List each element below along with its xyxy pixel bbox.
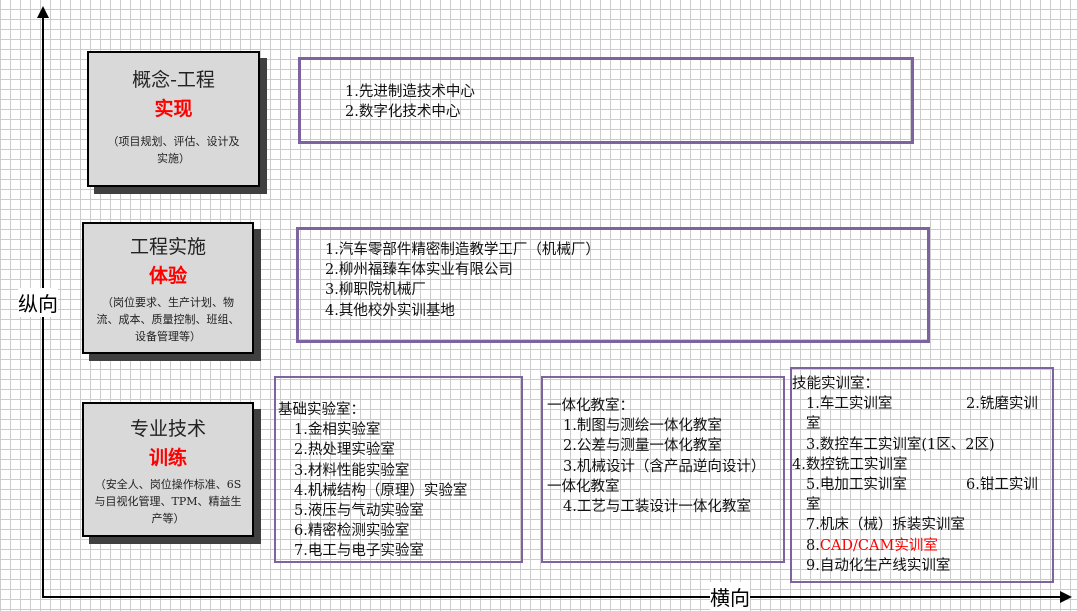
list-item: 3.柳职院机械厂 — [325, 282, 426, 299]
horizontal-axis-label: 横向 — [710, 582, 750, 611]
list-item: 6.精密检测实验室 — [294, 523, 410, 540]
list-item: 4.机械结构（原理）实验室 — [294, 482, 468, 499]
vertical-axis-arrow-icon — [37, 6, 49, 18]
list-item: 3.机械设计（含产品逆向设计）一体化教室 — [547, 458, 766, 495]
list-item: 4.其他校外实训基地 — [325, 302, 455, 319]
level-concept-box: 概念-工程 实现 （项目规划、评估、设计及实施） — [87, 51, 260, 187]
horizontal-axis-arrow-icon — [1060, 591, 1072, 603]
list-item: 8.CAD/CAM实训室 — [792, 536, 1048, 556]
basic-labs-box: 基础实验室： 1.金相实验室 2.热处理实验室 3.材料性能实验室 4.机械结构… — [274, 376, 523, 563]
level-highlight: 训练 — [148, 447, 187, 469]
level-title: 工程实施 — [129, 236, 206, 258]
list-item: 5.液压与气动实验室 — [294, 503, 424, 520]
vertical-axis-label: 纵向 — [18, 288, 58, 317]
list-item: 2.数字化技术中心 — [345, 104, 461, 121]
level-desc: （岗位要求、生产计划、物流、成本、质量控制、班组、设备管理等） — [96, 296, 240, 343]
list-item: 7.电工与电子实验室 — [294, 543, 424, 560]
list-item: 1.汽车零部件精密制造教学工厂（机械厂） — [325, 242, 600, 258]
box-title: 一体化教室： — [547, 398, 634, 414]
box-title: 技能实训室： — [792, 376, 879, 392]
cad-cam-label: CAD/CAM实训室 — [819, 537, 938, 554]
list-item: 2.铣磨实训室 — [806, 396, 1038, 433]
list-item: 1.制图与测绘一体化教室 — [563, 418, 722, 435]
list-item: 5.电加工实训室 — [806, 477, 907, 494]
level-training-box: 专业技术 训练 （安全人、岗位操作标准、6S与目视化管理、TPM、精益生产等） — [82, 402, 254, 537]
list-item: 2.公差与测量一体化教室 — [563, 438, 722, 455]
list-item: 2.柳州福臻车体实业有限公司 — [325, 262, 513, 279]
concept-items-box: 1.先进制造技术中心 2.数字化技术中心 — [298, 57, 914, 144]
box-title: 基础实验室： — [278, 402, 365, 418]
level-highlight: 实现 — [154, 98, 193, 120]
level-title: 专业技术 — [129, 418, 206, 440]
list-item: 4.数控铣工实训室 — [792, 456, 908, 473]
list-item: 3.材料性能实验室 — [294, 462, 410, 479]
list-item: 1.金相实验室 — [294, 422, 381, 439]
integrated-classrooms-box: 一体化教室： 1.制图与测绘一体化教室 2.公差与测量一体化教室 3.机械设计（… — [541, 376, 785, 563]
list-item: 4.工艺与工装设计一体化教室 — [563, 499, 751, 516]
list-item: 9.自动化生产线实训室 — [806, 557, 951, 574]
engineering-items-box: 1.汽车零部件精密制造教学工厂（机械厂） 2.柳州福臻车体实业有限公司 3.柳职… — [296, 227, 930, 343]
level-engineering-box: 工程实施 体验 （岗位要求、生产计划、物流、成本、质量控制、班组、设备管理等） — [82, 222, 254, 354]
list-item: 1.车工实训室 — [806, 396, 893, 413]
list-item: 6.钳工实训室 — [806, 477, 1038, 514]
list-item: 3.数控车工实训室(1区、2区) — [806, 436, 995, 453]
level-desc: （安全人、岗位操作标准、6S与目视化管理、TPM、精益生产等） — [94, 478, 242, 525]
list-item: 2.热处理实验室 — [294, 442, 395, 459]
horizontal-axis — [42, 596, 1062, 598]
level-title: 概念-工程 — [132, 69, 215, 91]
list-item: 7.机床（械）拆装实训室 — [806, 517, 965, 534]
list-item: 1.先进制造技术中心 — [345, 84, 475, 100]
level-desc: （项目规划、评估、设计及实施） — [107, 135, 240, 165]
level-highlight: 体验 — [148, 265, 187, 287]
item-number: 8. — [806, 537, 820, 554]
